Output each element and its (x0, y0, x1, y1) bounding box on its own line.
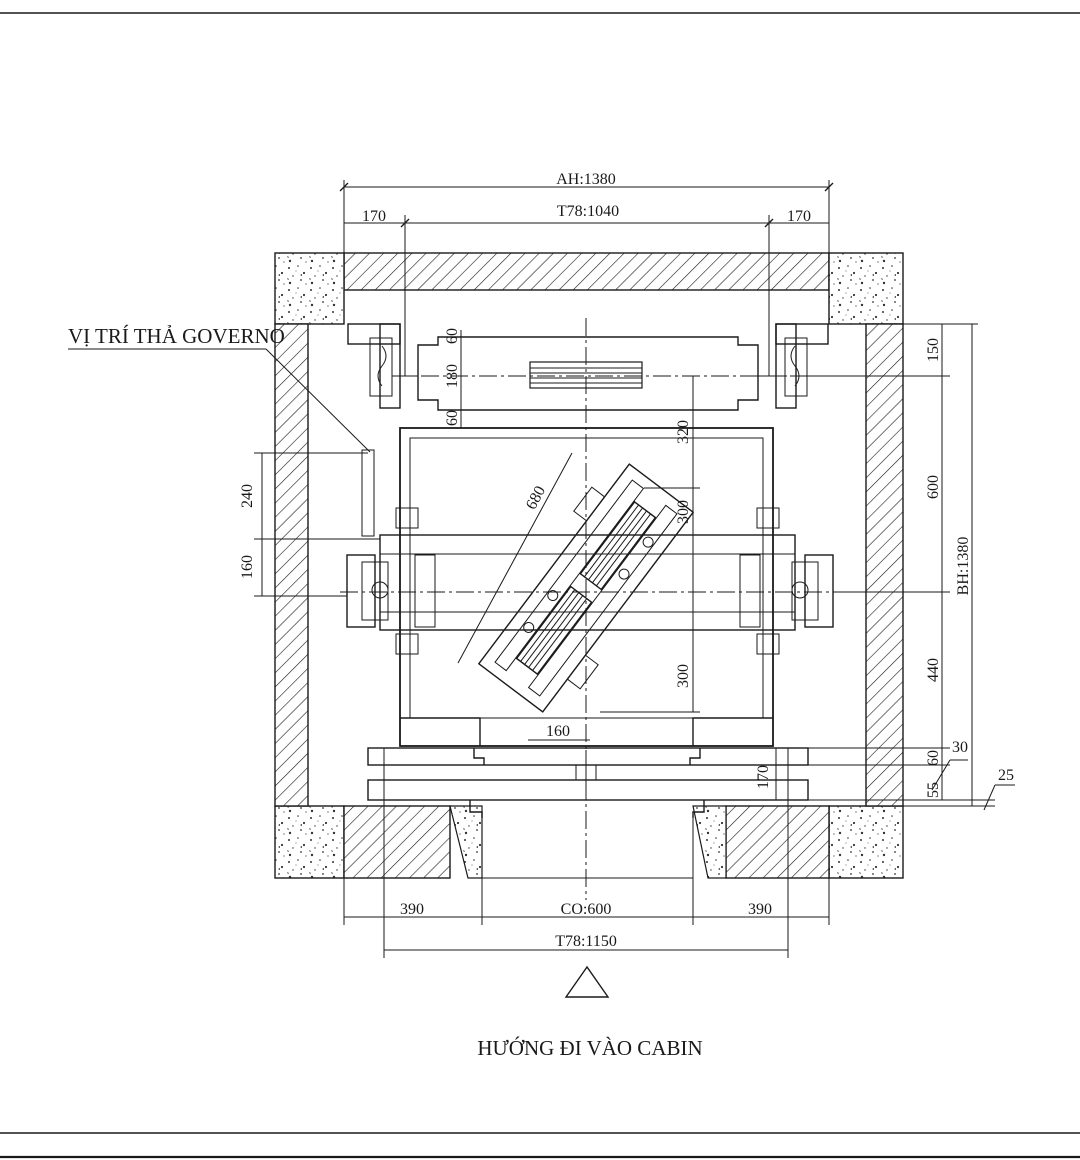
shaft-walls (274, 252, 904, 879)
dim-bottom-left-390: 390 (400, 901, 424, 918)
dim-left-240: 240 (239, 484, 256, 508)
door-sills (367, 747, 809, 818)
dim-bottom-right-390: 390 (748, 901, 772, 918)
dim-cabin-300-bottom: 300 (675, 664, 692, 688)
dim-shaft-depth: BH:1380 (955, 537, 972, 596)
dim-top-right-170: 170 (787, 208, 811, 225)
door-jamb-right (692, 805, 727, 879)
dim-cw-60-top: 60 (444, 328, 461, 344)
dim-top-left-170: 170 (362, 208, 386, 225)
wall-left (274, 323, 309, 807)
governor-position-label: VỊ TRÍ THẢ GOVERNO (68, 324, 285, 348)
dim-right-440: 440 (925, 658, 942, 682)
dim-right-150: 150 (925, 338, 942, 362)
dim-cabin-320: 320 (675, 420, 692, 444)
entrance-direction-triangle-icon (564, 965, 610, 998)
governor-leader (68, 348, 375, 537)
concrete-corner-br (828, 805, 904, 879)
dim-right-30: 30 (952, 739, 968, 756)
dim-right-170: 170 (755, 765, 772, 789)
wall-front-right (725, 805, 830, 879)
dim-rail-span-bottom: T78:1150 (555, 933, 617, 950)
dim-door-opening: CO:600 (561, 901, 612, 918)
dim-right-55: 55 (925, 782, 942, 798)
dim-cw-180: 180 (444, 364, 461, 388)
dim-left-160: 160 (239, 555, 256, 579)
dim-shaft-width: AH:1380 (556, 171, 616, 188)
counterweight-assembly (347, 323, 829, 411)
concrete-corner-tl (274, 252, 345, 325)
concrete-corner-bl (274, 805, 345, 879)
dim-cw-60-bottom: 60 (444, 410, 461, 426)
cabin (346, 427, 834, 747)
wall-right (865, 323, 904, 807)
dim-rail-span-top: T78:1040 (557, 203, 619, 220)
dim-right-25: 25 (998, 767, 1014, 784)
entrance-direction-label: HƯỚNG ĐI VÀO CABIN (477, 1036, 702, 1060)
dimension-labels: AH:1380 T78:1040 170 170 390 CO:600 390 … (239, 171, 1014, 950)
wall-front-left (343, 805, 451, 879)
dim-bottom-160: 160 (546, 723, 570, 740)
dim-diag-680: 680 (523, 483, 549, 512)
dim-right-60: 60 (925, 750, 942, 766)
door-jamb-left (449, 805, 483, 879)
dim-right-600: 600 (925, 475, 942, 499)
dimension-lines (254, 180, 1015, 958)
dim-cabin-300-top: 300 (675, 500, 692, 524)
cabin-crossbeam (379, 534, 796, 631)
concrete-corner-tr (828, 252, 904, 325)
wall-top (343, 252, 830, 291)
